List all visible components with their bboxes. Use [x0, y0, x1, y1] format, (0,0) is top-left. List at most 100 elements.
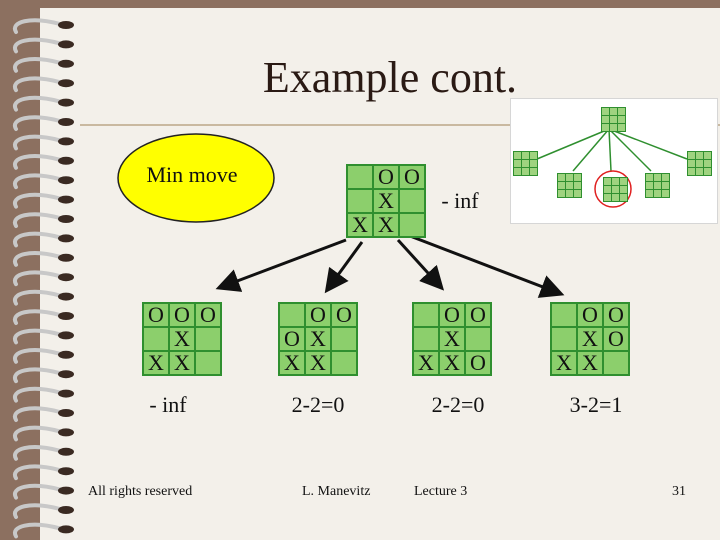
board-cell	[552, 328, 576, 350]
child-value-1: - inf	[149, 392, 187, 417]
thumbnail-mini-cell	[566, 190, 573, 197]
footer-lecture: Lecture 3	[414, 484, 468, 499]
thumbnail-mini-cell	[688, 152, 695, 159]
board-cell: O	[466, 304, 490, 326]
board-cell	[144, 328, 168, 350]
board-cell	[400, 190, 424, 212]
thumbnail-mini-cell	[696, 168, 703, 175]
thumbnail-mini-cell	[618, 116, 625, 123]
thumbnail-mini-cell	[566, 174, 573, 181]
spiral-hole	[58, 486, 74, 495]
spiral-hole	[58, 525, 74, 534]
spiral-hole	[58, 409, 74, 417]
spiral-loop	[12, 154, 62, 170]
board-cell: O	[144, 304, 168, 326]
spiral-hole	[58, 389, 74, 398]
spiral-loop	[12, 425, 62, 442]
spiral-hole	[58, 59, 74, 68]
thumbnail-mini-cell	[688, 168, 695, 175]
min-move-label: Min move	[146, 162, 238, 187]
spiral-loop	[12, 212, 62, 228]
slide-page	[40, 8, 720, 540]
board-cell: O	[280, 328, 304, 350]
spiral-hole	[58, 331, 74, 340]
spiral-loop	[12, 18, 62, 34]
thumbnail-mini-cell	[604, 178, 611, 185]
thumbnail-mini-cell	[610, 124, 617, 131]
thumbnail-mini-cell	[662, 174, 669, 181]
spiral-loop	[12, 386, 62, 403]
root-value: - inf	[441, 188, 479, 213]
spiral-loop	[12, 270, 62, 287]
thumbnail-mini-cell	[662, 182, 669, 189]
spiral-hole	[58, 447, 74, 456]
thumbnail-mini-cell	[654, 190, 661, 197]
spiral-hole	[58, 350, 74, 359]
thumbnail-mini-cell	[514, 168, 521, 175]
thumbnail-mini-cell	[646, 182, 653, 189]
board-cell: O	[466, 352, 490, 374]
thumbnail-mini-cell	[612, 194, 619, 201]
spiral-loop	[12, 251, 62, 267]
board-cell: X	[374, 214, 398, 236]
board-cell	[332, 328, 356, 350]
board-cell: O	[578, 304, 602, 326]
spiral-loop	[12, 503, 62, 519]
thumbnail-mini-cell	[654, 182, 661, 189]
spiral-hole	[58, 428, 74, 437]
spiral-loop	[12, 37, 62, 54]
spiral-loop	[12, 57, 62, 73]
thumbnail-mini-cell	[610, 116, 617, 123]
spiral-loop	[12, 173, 62, 190]
board-cell: O	[440, 304, 464, 326]
child-value-3: 2-2=0	[431, 392, 485, 417]
thumbnail-mini-cell	[618, 108, 625, 115]
child-value-4: 3-2=1	[569, 392, 623, 417]
title-rule	[80, 124, 720, 126]
spiral-hole	[58, 79, 74, 88]
thumbnail-mini-board	[513, 151, 538, 176]
tree-thumbnail	[510, 98, 718, 224]
spiral-loop	[12, 309, 62, 325]
board-cell: X	[578, 328, 602, 350]
thumbnail-mini-cell	[514, 160, 521, 167]
spiral-hole	[58, 98, 74, 107]
thumbnail-mini-cell	[604, 194, 611, 201]
thumbnail-mini-board	[603, 177, 628, 202]
board-cell	[196, 328, 220, 350]
board-cell: X	[440, 328, 464, 350]
board-cell: X	[280, 352, 304, 374]
thumbnail-mini-board	[601, 107, 626, 132]
spiral-binding	[12, 18, 74, 539]
board-cell	[552, 304, 576, 326]
spiral-hole	[58, 312, 74, 320]
spiral-loop	[12, 76, 62, 93]
thumbnail-mini-cell	[688, 160, 695, 167]
spiral-hole	[58, 273, 74, 282]
board-cell: O	[604, 304, 628, 326]
board-cell: O	[196, 304, 220, 326]
spiral-hole	[58, 176, 74, 185]
thumbnail-mini-board	[557, 173, 582, 198]
board-cell: O	[374, 166, 398, 188]
board-cell	[348, 190, 372, 212]
spiral-hole	[58, 370, 74, 379]
thumbnail-mini-cell	[602, 108, 609, 115]
thumbnail-mini-cell	[530, 152, 537, 159]
spiral-hole	[58, 506, 74, 514]
thumbnail-mini-cell	[696, 160, 703, 167]
board-cell	[466, 328, 490, 350]
child-value-2: 2-2=0	[291, 392, 345, 417]
board-cell: O	[332, 304, 356, 326]
board-cell: O	[604, 328, 628, 350]
slide-title: Example cont.	[262, 53, 518, 102]
thumbnail-mini-board	[645, 173, 670, 198]
spiral-loop	[12, 522, 62, 539]
board-cell: O	[306, 304, 330, 326]
thumbnail-mini-cell	[514, 152, 521, 159]
thumbnail-mini-cell	[646, 190, 653, 197]
spiral-loop	[12, 115, 62, 131]
spiral-hole	[58, 156, 74, 165]
